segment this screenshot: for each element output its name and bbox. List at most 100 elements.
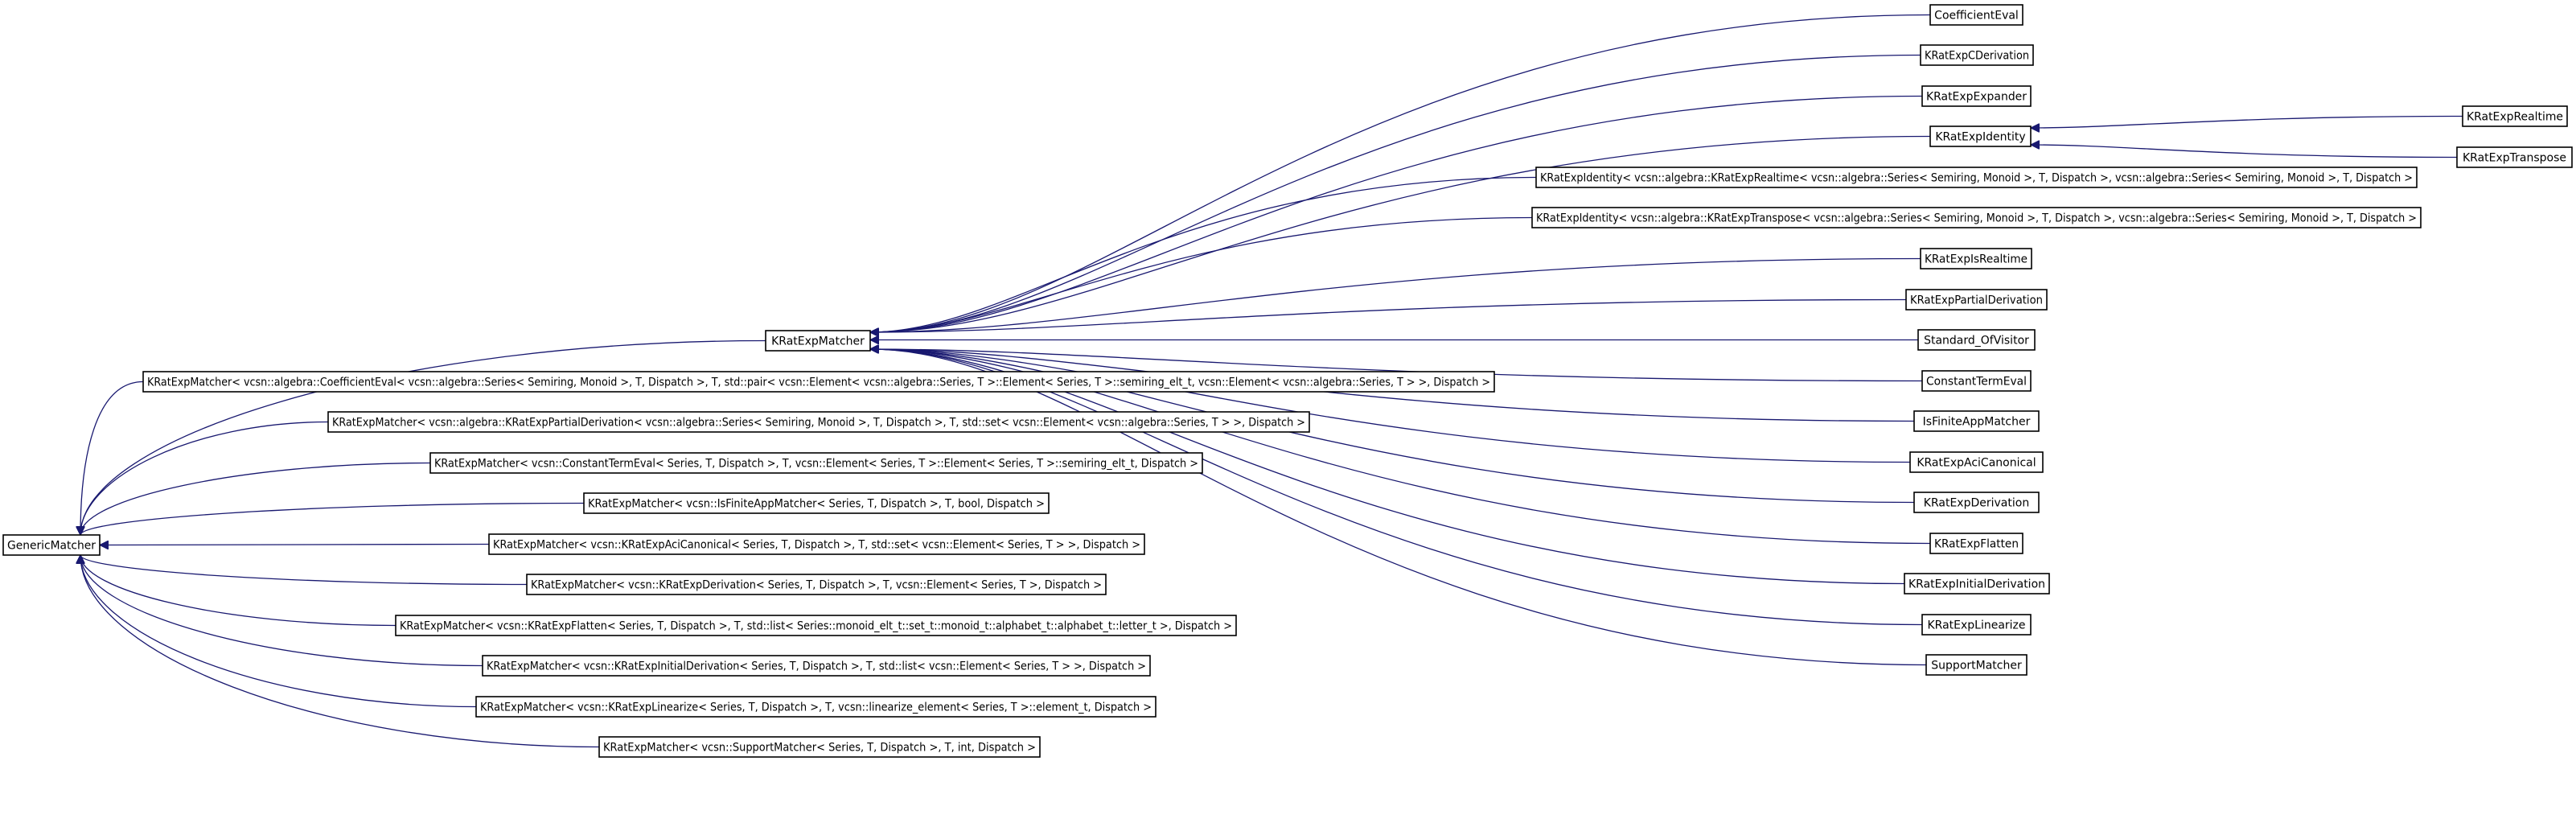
- class-node-m-flatten[interactable]: KRatExpMatcher< vcsn::KRatExpFlatten< Se…: [395, 615, 1237, 636]
- class-box[interactable]: [1535, 167, 2418, 188]
- class-box[interactable]: [142, 371, 1495, 393]
- class-node-is-realtime[interactable]: KRatExpIsRealtime: [1920, 248, 2032, 269]
- class-node-coefficient-eval[interactable]: CoefficientEval: [1929, 4, 2023, 26]
- edge-m-partial-to-generic: [80, 421, 329, 536]
- class-box[interactable]: [2, 534, 101, 556]
- class-node-m-linearize[interactable]: KRatExpMatcher< vcsn::KRatExpLinearize< …: [475, 696, 1157, 718]
- class-box[interactable]: [1929, 533, 2023, 554]
- class-box[interactable]: [1925, 654, 2028, 676]
- class-label: ConstantTermEval: [1926, 376, 2027, 389]
- class-node-flatten[interactable]: KRatExpFlatten: [1929, 533, 2023, 554]
- class-nodes: GenericMatcher KRatExpMatcherKRatExpMatch…: [2, 4, 2573, 758]
- class-node-aci-canonical[interactable]: KRatExpAciCanonical: [1909, 451, 2044, 473]
- class-box[interactable]: [482, 655, 1151, 677]
- class-label: KRatExpAciCanonical: [1917, 457, 2036, 470]
- class-node-m-coeff[interactable]: KRatExpMatcher< vcsn::algebra::Coefficie…: [142, 371, 1495, 393]
- class-label: KRatExpMatcher< vcsn::KRatExpAciCanonica…: [493, 539, 1140, 552]
- class-label: Standard_OfVisitor: [1924, 335, 2029, 348]
- class-label: KRatExpMatcher< vcsn::IsFiniteAppMatcher…: [588, 498, 1045, 511]
- class-label: KRatExpMatcher: [771, 335, 865, 348]
- class-box[interactable]: [1921, 85, 2032, 107]
- class-box[interactable]: [1929, 4, 2023, 26]
- class-box[interactable]: [395, 615, 1237, 636]
- class-label: KRatExpIdentity< vcsn::algebra::KRatExpT…: [1536, 212, 2417, 225]
- edge-m-deriv-to-generic: [80, 554, 528, 586]
- class-node-matcher[interactable]: KRatExpMatcher: [765, 330, 871, 352]
- class-box[interactable]: [1917, 329, 2036, 351]
- class-node-identity[interactable]: KRatExpIdentity: [1929, 125, 2032, 147]
- class-node-m-partial[interactable]: KRatExpMatcher< vcsn::algebra::KRatExpPa…: [327, 411, 1310, 433]
- class-box[interactable]: [1531, 207, 2422, 228]
- class-label: KRatExpPartialDerivation: [1910, 294, 2043, 307]
- class-label: KRatExpIdentity: [1935, 131, 2025, 144]
- class-node-linearize[interactable]: KRatExpLinearize: [1921, 614, 2032, 636]
- class-box[interactable]: [2462, 105, 2568, 127]
- class-node-m-deriv[interactable]: KRatExpMatcher< vcsn::KRatExpDerivation<…: [526, 574, 1107, 595]
- class-box[interactable]: [475, 696, 1157, 718]
- class-node-m-initial[interactable]: KRatExpMatcher< vcsn::KRatExpInitialDeri…: [482, 655, 1151, 677]
- class-box[interactable]: [765, 330, 871, 352]
- class-box[interactable]: [1904, 573, 2050, 594]
- class-box[interactable]: [1920, 248, 2032, 269]
- class-node-identity-realtime[interactable]: KRatExpIdentity< vcsn::algebra::KRatExpR…: [1535, 167, 2418, 188]
- class-box[interactable]: [327, 411, 1310, 433]
- class-box[interactable]: [488, 533, 1145, 555]
- edge-matcher-to-generic: [80, 339, 766, 536]
- edge-m-finite-to-generic: [80, 502, 585, 536]
- edge-m-linearize-to-generic: [80, 555, 477, 708]
- class-box[interactable]: [526, 574, 1107, 595]
- class-label: KRatExpFlatten: [1934, 538, 2019, 551]
- class-box[interactable]: [1913, 492, 2040, 513]
- class-box[interactable]: [1921, 614, 2032, 636]
- class-node-realtime[interactable]: KRatExpRealtime: [2462, 105, 2568, 127]
- edge-identity-to-matcher: [870, 135, 1931, 333]
- class-node-partial-derivation[interactable]: KRatExpPartialDerivation: [1905, 289, 2048, 311]
- edge-aci-canonical-to-matcher: [870, 349, 1911, 463]
- class-box[interactable]: [1929, 125, 2032, 147]
- class-box[interactable]: [1913, 410, 2040, 432]
- class-label: KRatExpInitialDerivation: [1908, 578, 2045, 591]
- class-label: KRatExpCDerivation: [1925, 50, 2029, 63]
- class-box[interactable]: [1909, 451, 2044, 473]
- edge-cderivation-to-matcher: [870, 54, 1921, 333]
- class-node-derivation[interactable]: KRatExpDerivation: [1913, 492, 2040, 513]
- class-node-is-finite-app-matcher[interactable]: IsFiniteAppMatcher: [1913, 410, 2040, 432]
- class-label: KRatExpLinearize: [1927, 619, 2025, 632]
- edge-expander-to-matcher: [870, 95, 1923, 333]
- class-node-m-aci[interactable]: KRatExpMatcher< vcsn::KRatExpAciCanonica…: [488, 533, 1145, 555]
- edge-identity-realtime-to-matcher: [870, 176, 1537, 333]
- class-label: KRatExpIsRealtime: [1925, 253, 2028, 266]
- class-node-transpose[interactable]: KRatExpTranspose: [2456, 146, 2573, 168]
- class-box[interactable]: [1905, 289, 2048, 311]
- class-box[interactable]: [1921, 370, 2032, 392]
- class-node-m-support[interactable]: KRatExpMatcher< vcsn::SupportMatcher< Se…: [598, 736, 1041, 758]
- class-node-m-constant[interactable]: KRatExpMatcher< vcsn::ConstantTermEval< …: [429, 452, 1203, 474]
- class-node-constant-term-eval[interactable]: ConstantTermEval: [1921, 370, 2032, 392]
- class-label: KRatExpRealtime: [2467, 111, 2563, 124]
- edge-initial-derivation-to-matcher: [870, 349, 1905, 585]
- class-box[interactable]: [2456, 146, 2573, 168]
- edge-m-support-to-generic: [80, 555, 600, 748]
- class-node-identity-transpose[interactable]: KRatExpIdentity< vcsn::algebra::KRatExpT…: [1531, 207, 2422, 228]
- class-label: KRatExpExpander: [1926, 91, 2027, 104]
- edge-linearize-to-matcher: [870, 349, 1923, 626]
- edge-realtime-to-identity: [2031, 115, 2463, 129]
- class-label: CoefficientEval: [1934, 10, 2019, 23]
- class-node-expander[interactable]: KRatExpExpander: [1921, 85, 2032, 107]
- edge-m-coeff-to-generic: [80, 381, 144, 536]
- class-node-cderivation[interactable]: KRatExpCDerivation: [1920, 44, 2034, 66]
- edge-m-flatten-to-generic: [80, 555, 396, 627]
- class-label: SupportMatcher: [1931, 660, 2022, 673]
- class-label: IsFiniteAppMatcher: [1923, 416, 2031, 429]
- class-node-standard-of-visitor[interactable]: Standard_OfVisitor: [1917, 329, 2036, 351]
- class-node-generic[interactable]: GenericMatcher: [2, 534, 101, 556]
- class-box[interactable]: [583, 492, 1050, 514]
- class-node-support-matcher[interactable]: SupportMatcher: [1925, 654, 2028, 676]
- class-label: KRatExpIdentity< vcsn::algebra::KRatExpR…: [1540, 172, 2413, 185]
- class-box[interactable]: [429, 452, 1203, 474]
- class-node-m-finite[interactable]: KRatExpMatcher< vcsn::IsFiniteAppMatcher…: [583, 492, 1050, 514]
- class-node-initial-derivation[interactable]: KRatExpInitialDerivation: [1904, 573, 2050, 594]
- class-box[interactable]: [1920, 44, 2034, 66]
- class-box[interactable]: [598, 736, 1041, 758]
